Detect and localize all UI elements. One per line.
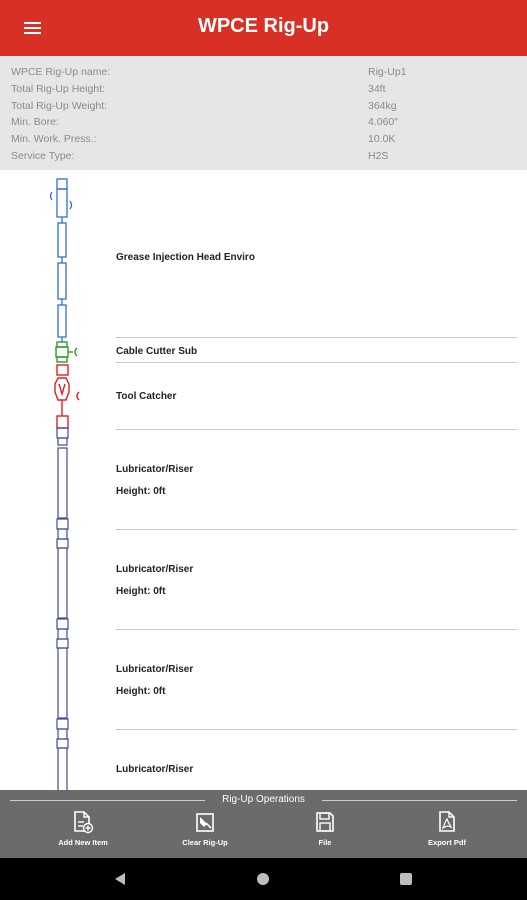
save-icon — [316, 812, 334, 832]
item-name: Lubricator/Riser — [116, 664, 194, 675]
summary-label: WPCE Rig-Up name: — [11, 66, 111, 78]
export-pdf-label: Export Pdf — [428, 838, 466, 847]
menu-icon-bar — [24, 27, 41, 29]
item-name: Lubricator/Riser — [116, 464, 194, 475]
rigup-item-list[interactable]: Grease Injection Head Enviro Cable Cutte… — [0, 170, 527, 790]
summary-value: 4.060" — [368, 116, 399, 129]
summary-label: Service Type: — [11, 149, 75, 162]
export-pdf-button[interactable]: Export Pdf — [402, 808, 492, 854]
item-height: Height: 0ft — [116, 486, 166, 497]
list-item[interactable]: Lubricator/Riser Height: 0ft — [116, 430, 517, 530]
pdf-icon — [439, 811, 455, 832]
divider — [10, 800, 205, 801]
operations-header: Rig-Up Operations — [0, 793, 527, 807]
add-new-item-label: Add New Item — [58, 838, 108, 847]
item-name: Lubricator/Riser — [116, 764, 194, 775]
menu-icon-bar — [24, 32, 41, 34]
summary-label: Min. Work. Press.: — [11, 133, 97, 146]
summary-row-service: Service Type: H2S — [0, 148, 527, 165]
rigup-operations-bar: Rig-Up Operations Add New Item Clear Rig… — [0, 790, 527, 858]
list-item[interactable]: Lubricator/Riser — [116, 730, 517, 790]
clear-rigup-button[interactable]: Clear Rig-Up — [160, 808, 250, 854]
add-new-item-button[interactable]: Add New Item — [38, 808, 128, 854]
rigup-diagram — [49, 178, 80, 790]
summary-value: 10.0K — [368, 133, 396, 146]
divider — [322, 800, 517, 801]
menu-button[interactable] — [14, 14, 50, 42]
summary-value: H2S — [368, 149, 389, 162]
summary-row-height: Total Rig-Up Height: 34ft — [0, 81, 527, 98]
list-item[interactable]: Lubricator/Riser Height: 0ft — [116, 530, 517, 630]
summary-value: 364kg — [368, 99, 397, 112]
summary-row-name: WPCE Rig-Up name: Rig-Up1 — [0, 64, 527, 81]
item-name: Lubricator/Riser — [116, 564, 194, 575]
add-file-icon — [74, 811, 94, 834]
recents-icon[interactable] — [400, 873, 412, 885]
summary-row-bore: Min. Bore: 4.060" — [0, 114, 527, 131]
home-icon[interactable] — [257, 873, 269, 885]
app-bar: WPCE Rig-Up — [0, 0, 527, 56]
summary-label: Total Rig-Up Weight: — [11, 99, 108, 112]
summary-label: Min. Bore: — [11, 116, 59, 129]
item-height: Height: 0ft — [116, 586, 166, 597]
summary-value: Rig-Up1 — [368, 66, 407, 78]
file-button[interactable]: File — [280, 808, 370, 854]
page-title: WPCE Rig-Up — [197, 15, 330, 37]
list-item[interactable]: Tool Catcher — [116, 363, 517, 430]
rigup-summary: WPCE Rig-Up name: Rig-Up1 Total Rig-Up H… — [0, 56, 527, 170]
tool-catcher-drawing — [54, 364, 80, 429]
list-item[interactable]: Cable Cutter Sub — [116, 338, 517, 363]
list-item[interactable]: Lubricator/Riser Height: 0ft — [116, 630, 517, 730]
item-name: Tool Catcher — [116, 391, 177, 402]
summary-row-weight: Total Rig-Up Weight: 364kg — [0, 98, 527, 115]
lubricator-drawing — [56, 427, 69, 790]
back-icon[interactable] — [114, 872, 126, 886]
file-label: File — [318, 838, 332, 847]
summary-label: Total Rig-Up Height: — [11, 82, 105, 95]
summary-value: 34ft — [368, 82, 386, 95]
menu-icon — [24, 22, 41, 24]
operations-title: Rig-Up Operations — [222, 794, 305, 805]
cable-cutter-drawing — [55, 341, 78, 363]
grease-injection-head-drawing — [49, 178, 73, 342]
clear-rigup-label: Clear Rig-Up — [182, 838, 228, 847]
list-item[interactable]: Grease Injection Head Enviro — [116, 170, 517, 338]
summary-row-pressure: Min. Work. Press.: 10.0K — [0, 131, 527, 148]
clear-icon — [196, 813, 214, 832]
item-height: Height: 0ft — [116, 686, 166, 697]
system-nav-bar — [0, 858, 527, 900]
item-name: Grease Injection Head Enviro — [116, 252, 255, 263]
item-name: Cable Cutter Sub — [116, 346, 198, 357]
